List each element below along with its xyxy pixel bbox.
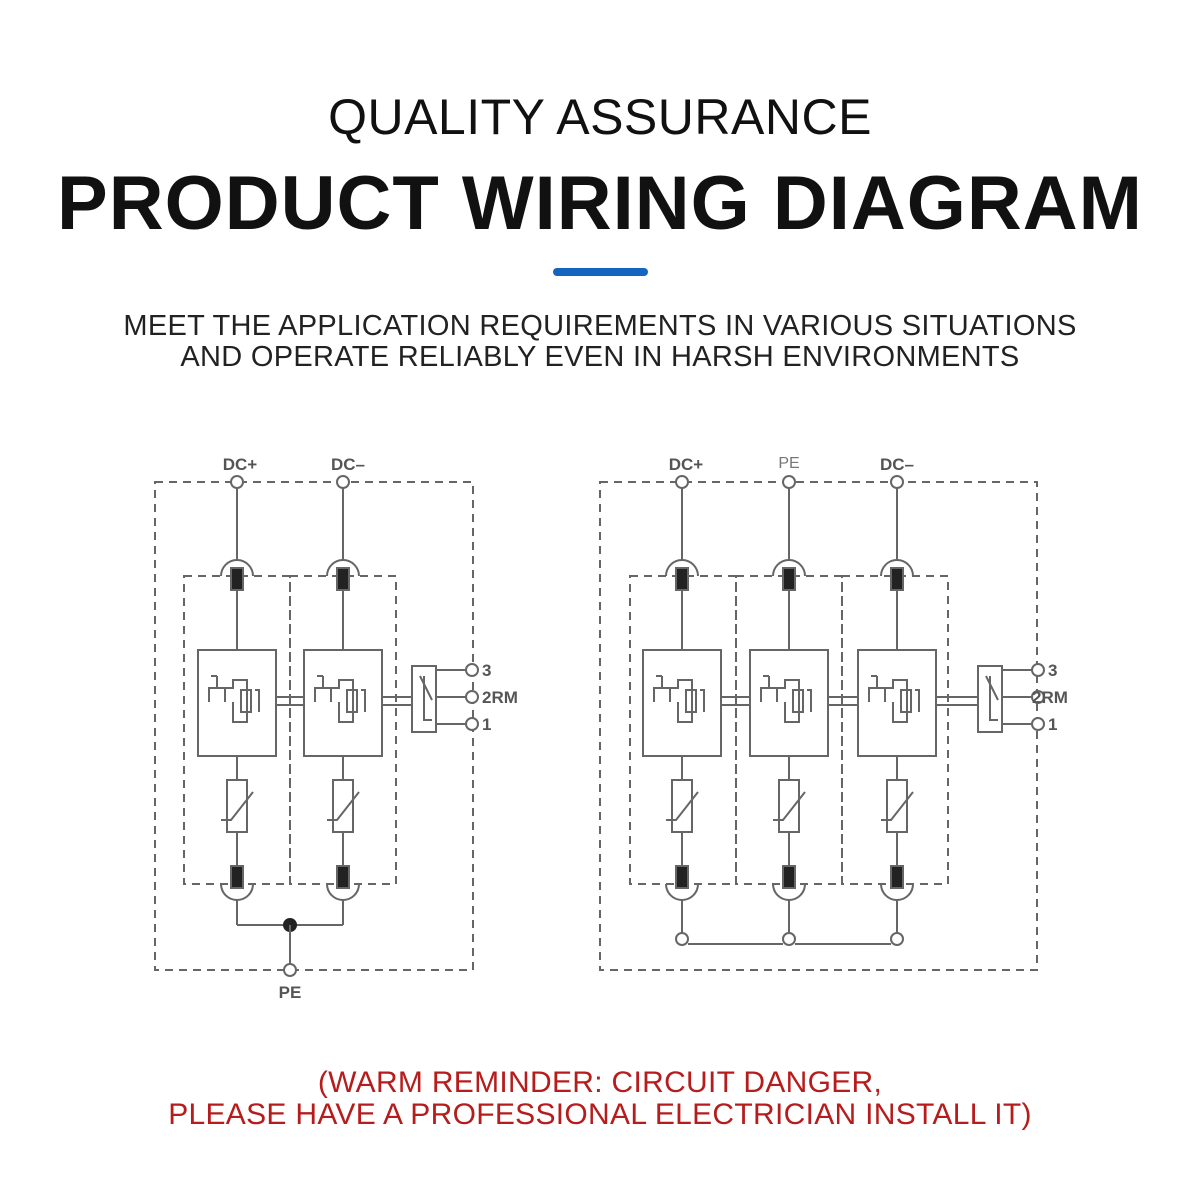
- right-dc-minus-label: DC–: [880, 455, 914, 474]
- right-remote-3-label: 3: [1048, 661, 1057, 680]
- right-remote-1-label: 1: [1048, 715, 1057, 734]
- left-remote-3-label: 3: [482, 661, 491, 680]
- left-remote-2rm-label: 2RM: [482, 688, 518, 707]
- warning-line-1: (WARM REMINDER: CIRCUIT DANGER,: [317, 1066, 883, 1099]
- left-pe-label: PE: [279, 983, 302, 1002]
- right-dc-plus-label: DC+: [669, 455, 704, 474]
- right-remote-2rm-label: 2RM: [1032, 688, 1068, 707]
- title-accent-bar: [553, 268, 648, 276]
- right-pe-label: PE: [778, 455, 799, 472]
- header-kicker: QUALITY ASSURANCE: [328, 89, 872, 145]
- page-title: PRODUCT WIRING DIAGRAM: [57, 161, 1143, 246]
- subtitle-line-1: MEET THE APPLICATION REQUIREMENTS IN VAR…: [123, 310, 1077, 342]
- left-diagram: [154, 475, 479, 977]
- left-dc-minus-label: DC–: [331, 455, 365, 474]
- subtitle-line-2: AND OPERATE RELIABLY EVEN IN HARSH ENVIR…: [180, 341, 1020, 373]
- right-diagram: [599, 475, 1045, 971]
- left-dc-plus-label: DC+: [223, 455, 258, 474]
- left-remote-1-label: 1: [482, 715, 491, 734]
- warning-line-2: PLEASE HAVE A PROFESSIONAL ELECTRICIAN I…: [168, 1098, 1032, 1131]
